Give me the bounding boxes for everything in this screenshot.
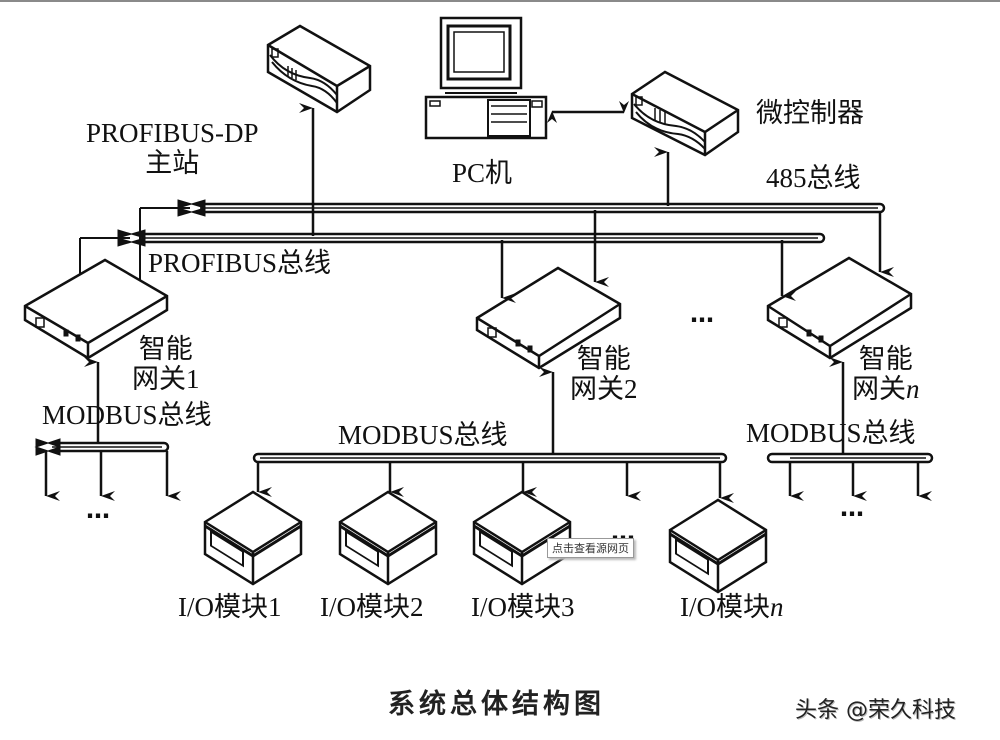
io-module-1-suffix: 1 xyxy=(268,592,282,622)
profibus-master-label-line1: PROFIBUS-DP xyxy=(86,118,259,148)
io-module-3-prefix: I/O模块 xyxy=(471,592,561,622)
gateway-n-device xyxy=(766,256,913,360)
io-module-2-device xyxy=(338,490,438,586)
top-border xyxy=(0,0,1000,2)
io-module-2-prefix: I/O模块 xyxy=(320,592,410,622)
gateway-2-label-line1: 智能 xyxy=(576,344,631,374)
pc-computer xyxy=(424,16,548,140)
modbus-2-bus xyxy=(252,452,728,464)
gateway-2-label: 智能 网关2 xyxy=(570,344,638,404)
microcontroller-label: 微控制器 xyxy=(756,98,864,128)
gateway-2-device xyxy=(475,266,622,370)
io-module-1-device xyxy=(203,490,303,586)
modbus-2-bus-label: MODBUS总线 xyxy=(338,420,508,450)
io-module-2-suffix: 2 xyxy=(410,592,424,622)
gateway-ellipsis: … xyxy=(690,300,716,328)
profibus-bus-label: PROFIBUS总线 xyxy=(148,248,332,278)
microcontroller-device xyxy=(630,70,740,157)
io-module-n-suffix: n xyxy=(770,592,784,622)
modbus-n-bus xyxy=(766,452,934,464)
io-module-n-device xyxy=(668,498,768,594)
io-module-3-label: I/O模块3 xyxy=(471,592,575,622)
io-module-2-label: I/O模块2 xyxy=(320,592,424,622)
gateway-n-label: 智能 网关n xyxy=(852,344,920,404)
gateway-1-device xyxy=(23,258,169,360)
io-module-n-label: I/O模块n xyxy=(680,592,784,622)
diagram-caption: 系统总体结构图 xyxy=(388,689,605,720)
modbus-n-ellipsis: … xyxy=(840,494,866,522)
profibus-master-label: PROFIBUS-DP 主站 xyxy=(86,118,259,178)
rs485-bus-label: 485总线 xyxy=(766,163,861,193)
modbus-n-bus-label: MODBUS总线 xyxy=(746,418,916,448)
view-source-tooltip[interactable]: 点击查看源网页 xyxy=(547,538,634,558)
watermark: 头条 @荣久科技 xyxy=(795,698,956,723)
pc-label: PC机 xyxy=(452,158,513,188)
io-module-1-label: I/O模块1 xyxy=(178,592,282,622)
io-module-3-suffix: 3 xyxy=(561,592,575,622)
profibus-master-device xyxy=(266,24,372,114)
io-module-n-prefix: I/O模块 xyxy=(680,592,770,622)
gateway-1-label: 智能 网关1 xyxy=(132,334,200,394)
io-module-1-prefix: I/O模块 xyxy=(178,592,268,622)
gateway-n-label-line2: 网关n xyxy=(852,374,920,404)
modbus-1-bus-label: MODBUS总线 xyxy=(42,400,212,430)
modbus-1-bus xyxy=(34,438,170,456)
profibus-bus xyxy=(79,229,826,290)
modbus-1-ellipsis: … xyxy=(86,496,112,524)
gateway-n-label-prefix: 网关 xyxy=(852,374,906,404)
gateway-1-label-line1: 智能 xyxy=(138,334,193,364)
gateway-n-label-suffix: n xyxy=(906,374,920,404)
gateway-n-label-line1: 智能 xyxy=(858,344,913,374)
gateway-1-label-line2: 网关1 xyxy=(132,364,200,394)
profibus-master-label-line2: 主站 xyxy=(145,148,200,178)
gateway-2-label-line2: 网关2 xyxy=(570,374,638,404)
